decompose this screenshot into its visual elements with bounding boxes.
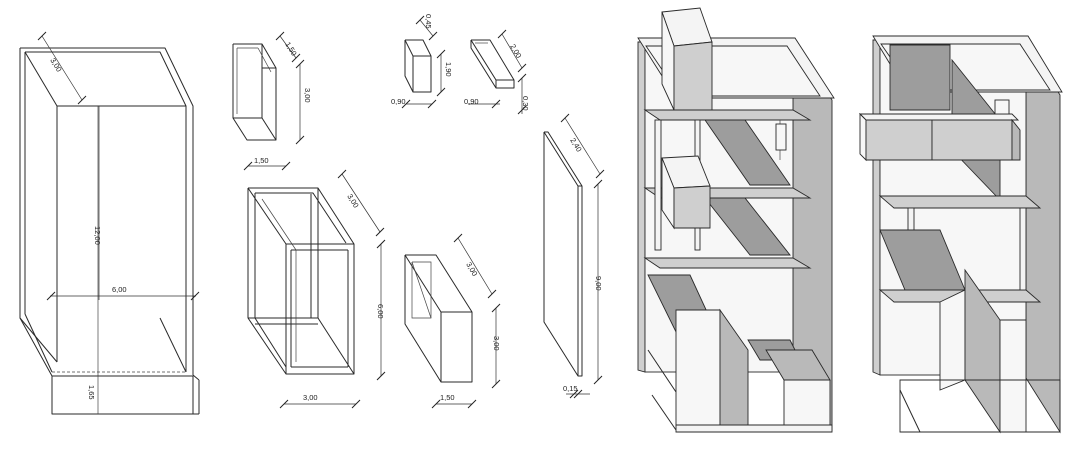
frame-box-width-label: 3,00 <box>303 393 318 402</box>
big-box-height-label: 12,00 <box>93 226 102 245</box>
wall-panel-thickness-label: 0,15 <box>563 384 578 393</box>
frame-box-height-label: 6,00 <box>376 304 385 319</box>
frame-box <box>247 187 355 375</box>
frame-box-depth-label: 3,00 <box>345 192 360 209</box>
big-box-base-label: 1,65 <box>87 385 96 400</box>
small-block-dimensions: 0,45 1,90 0,90 <box>391 14 453 109</box>
tube-box-width-label: 1,50 <box>440 393 455 402</box>
big-box-depth-label: 3,00 <box>48 56 63 73</box>
tube-box-height-label: 3,00 <box>492 336 501 351</box>
small-block-width-label: 0,90 <box>391 97 406 106</box>
wall-panel-height-label: 9,00 <box>594 276 603 291</box>
slab-piece <box>470 39 515 89</box>
big-box-wireframe <box>19 47 200 415</box>
assembled-building-1 <box>637 7 835 433</box>
u-piece-height-label: 3,00 <box>303 88 312 103</box>
u-piece-flange-label: 1,50 <box>254 156 269 165</box>
slab-piece-dimensions: 2,00 0,90 0,30 <box>464 29 530 115</box>
slab-piece-width-label: 0,90 <box>464 97 479 106</box>
frame-box-dimensions: 3,00 6,00 3,00 <box>279 169 386 409</box>
slab-piece-depth-label: 2,00 <box>508 43 523 60</box>
u-piece-depth-label: 1,50 <box>283 40 298 57</box>
small-block-height-label: 1,90 <box>444 62 453 77</box>
slab-piece-height-label: 0,30 <box>521 96 530 111</box>
assembled-building-2 <box>858 35 1063 434</box>
wall-panel-depth-label: 2,40 <box>568 136 583 153</box>
tube-box <box>404 254 473 383</box>
big-box-dimensions: 3,00 12,00 6,00 1,65 <box>37 31 200 400</box>
small-block <box>404 39 432 93</box>
tube-box-depth-label: 3,00 <box>464 261 479 278</box>
u-piece-dimensions: 1,50 3,00 1,50 <box>243 31 312 171</box>
wall-panel <box>543 131 583 377</box>
small-block-depth-label: 0,45 <box>424 14 433 29</box>
big-box-width-label: 6,00 <box>112 285 127 294</box>
u-piece <box>232 43 277 141</box>
